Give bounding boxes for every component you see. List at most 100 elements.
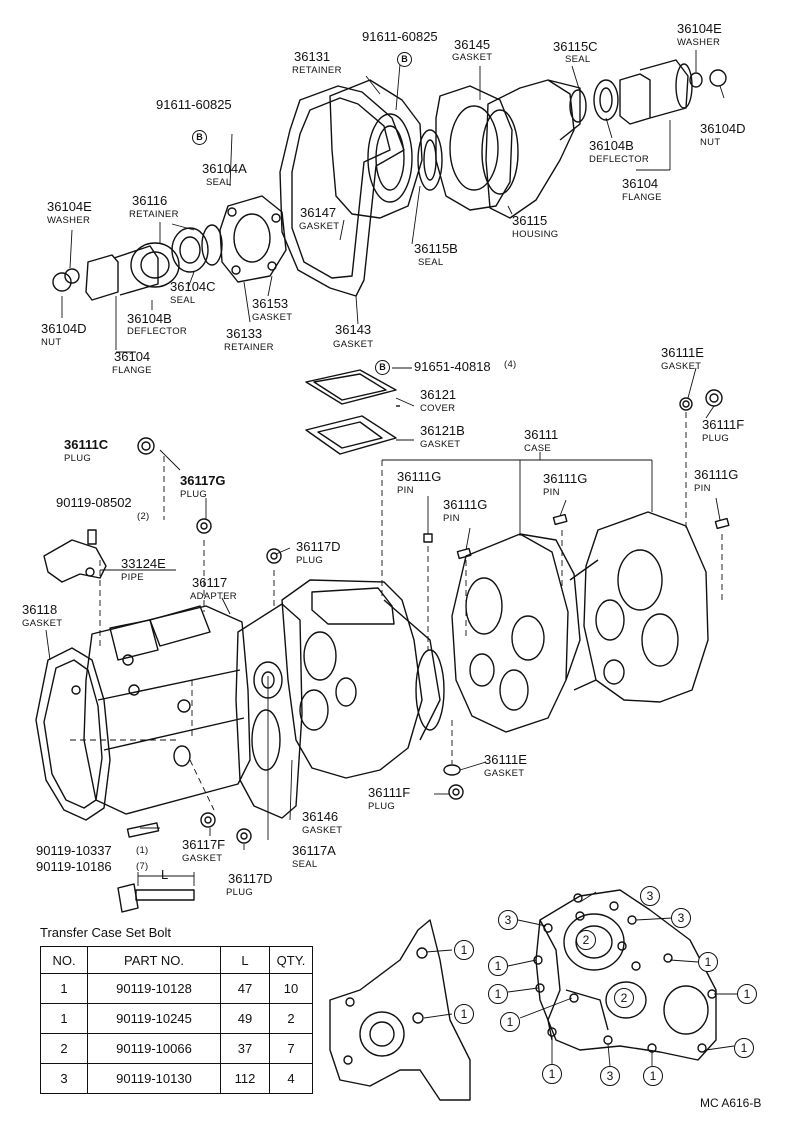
part-number: 36111 (524, 427, 559, 442)
upper-leader-lines (61, 50, 725, 353)
part-number: 36145 (454, 37, 491, 52)
part-name: FLANGE (112, 365, 152, 376)
part-number: 36104D (700, 121, 746, 136)
drawing-code: MC A616-B (700, 1096, 762, 1110)
cell-qty: 10 (269, 973, 313, 1004)
part-number: 36104E (677, 21, 722, 36)
bolt-b-marker: B (397, 52, 412, 67)
front-output-flange-left (52, 224, 223, 301)
part-name: PIPE (121, 572, 144, 583)
part-number: 36146 (302, 809, 339, 824)
part-name: WASHER (47, 215, 91, 226)
cell-qty: 2 (269, 1003, 313, 1034)
part-name: GASKET (299, 221, 340, 232)
part-name: PIN (694, 483, 711, 494)
part-name: COVER (420, 403, 456, 414)
bolt-no-marker: 3 (640, 886, 660, 906)
bolt-no-marker: 1 (737, 984, 757, 1004)
header-length: L (220, 946, 270, 974)
bolt-no-marker: 3 (498, 910, 518, 930)
set-bolt-table: NO. PART NO. L QTY. 1 90119-10128 47 10 … (40, 946, 313, 1094)
bolt-no-marker: 1 (454, 940, 474, 960)
alignment-lines (70, 412, 723, 811)
part-number: 36131 (294, 49, 331, 64)
table-row: 1 90119-10245 49 2 (40, 1003, 313, 1034)
part-name: GASKET (452, 52, 493, 63)
part-name: SEAL (565, 54, 591, 65)
bolt-b-marker: B (192, 130, 207, 145)
part-name: GASKET (484, 768, 525, 779)
bolt-b-marker: B (375, 360, 390, 375)
cell-qty: 7 (269, 1033, 313, 1064)
part-number: 36104E (47, 199, 92, 214)
part-name: RETAINER (129, 209, 179, 220)
cell-part-no: 90119-10130 (87, 1063, 221, 1094)
part-number: 36117 (192, 575, 228, 590)
adapter-36117 (71, 605, 251, 815)
part-name: SEAL (170, 295, 196, 306)
part-number: 36111G (694, 467, 739, 482)
part-name: GASKET (333, 339, 374, 350)
part-number: 36111E (661, 345, 704, 360)
part-number: 36104 (622, 176, 659, 191)
cell-no: 2 (40, 1033, 88, 1064)
quantity: (7) (136, 861, 149, 872)
gasket-36147 (279, 85, 405, 297)
part-number: 36111G (543, 471, 588, 486)
bolt-no-marker: 2 (576, 930, 596, 950)
bolt-no-marker: 1 (488, 984, 508, 1004)
part-number: 36117G (180, 473, 226, 488)
part-number: 90119-10186 (36, 859, 112, 874)
bolt-no-marker: 1 (500, 1012, 520, 1032)
bolt-no-marker: 1 (488, 956, 508, 976)
part-name: PLUG (702, 433, 730, 444)
part-name: SEAL (292, 859, 318, 870)
transfer-case-36111-middle (451, 533, 581, 733)
part-name: DEFLECTOR (127, 326, 188, 337)
bolt-length-label: L (161, 867, 169, 882)
part-number: 36153 (252, 296, 289, 311)
gasket-36118 (35, 647, 111, 821)
cell-length: 37 (220, 1033, 270, 1064)
part-name: GASKET (182, 853, 223, 864)
part-name: PIN (543, 487, 560, 498)
adapter-rear-view (329, 919, 471, 1101)
front-case-half (281, 579, 445, 779)
bolt-no-marker: 1 (698, 952, 718, 972)
quantity: (4) (504, 359, 517, 370)
cover-36121 (305, 369, 400, 407)
part-name: ADAPTER (190, 591, 237, 602)
part-number: 36104B (127, 311, 172, 326)
part-number: 36143 (335, 322, 372, 337)
rear-output-flange-right (619, 59, 727, 125)
part-number: 36115B (414, 241, 458, 256)
cell-qty: 4 (269, 1063, 313, 1094)
gasket-36145 (435, 85, 513, 211)
part-number: 33124E (121, 556, 166, 571)
part-name: SEAL (206, 177, 232, 188)
part-number: 36121B (420, 423, 465, 438)
part-number: 36104D (41, 321, 87, 336)
bolt-no-marker: 1 (542, 1064, 562, 1084)
part-name: PLUG (180, 489, 208, 500)
part-number: 36121 (420, 387, 457, 402)
part-name: RETAINER (292, 65, 342, 76)
part-number: 90119-08502 (56, 495, 132, 510)
case-rear-view (535, 889, 717, 1061)
part-number: 36117D (228, 871, 273, 886)
part-number: 36111C (64, 437, 109, 452)
bolt-no-marker: 2 (614, 988, 634, 1008)
part-name: DEFLECTOR (589, 154, 650, 165)
part-name: FLANGE (622, 192, 662, 203)
quantity: (1) (136, 845, 149, 856)
cell-length: 47 (220, 973, 270, 1004)
table-header-row: NO. PART NO. L QTY. (40, 946, 313, 974)
cell-part-no: 90119-10128 (87, 973, 221, 1004)
part-name: GASKET (661, 361, 702, 372)
header-part-no: PART NO. (87, 946, 221, 974)
part-name: SEAL (418, 257, 444, 268)
cell-no: 1 (40, 973, 88, 1004)
part-number: 36111G (443, 497, 488, 512)
part-number: 36111E (484, 752, 527, 767)
